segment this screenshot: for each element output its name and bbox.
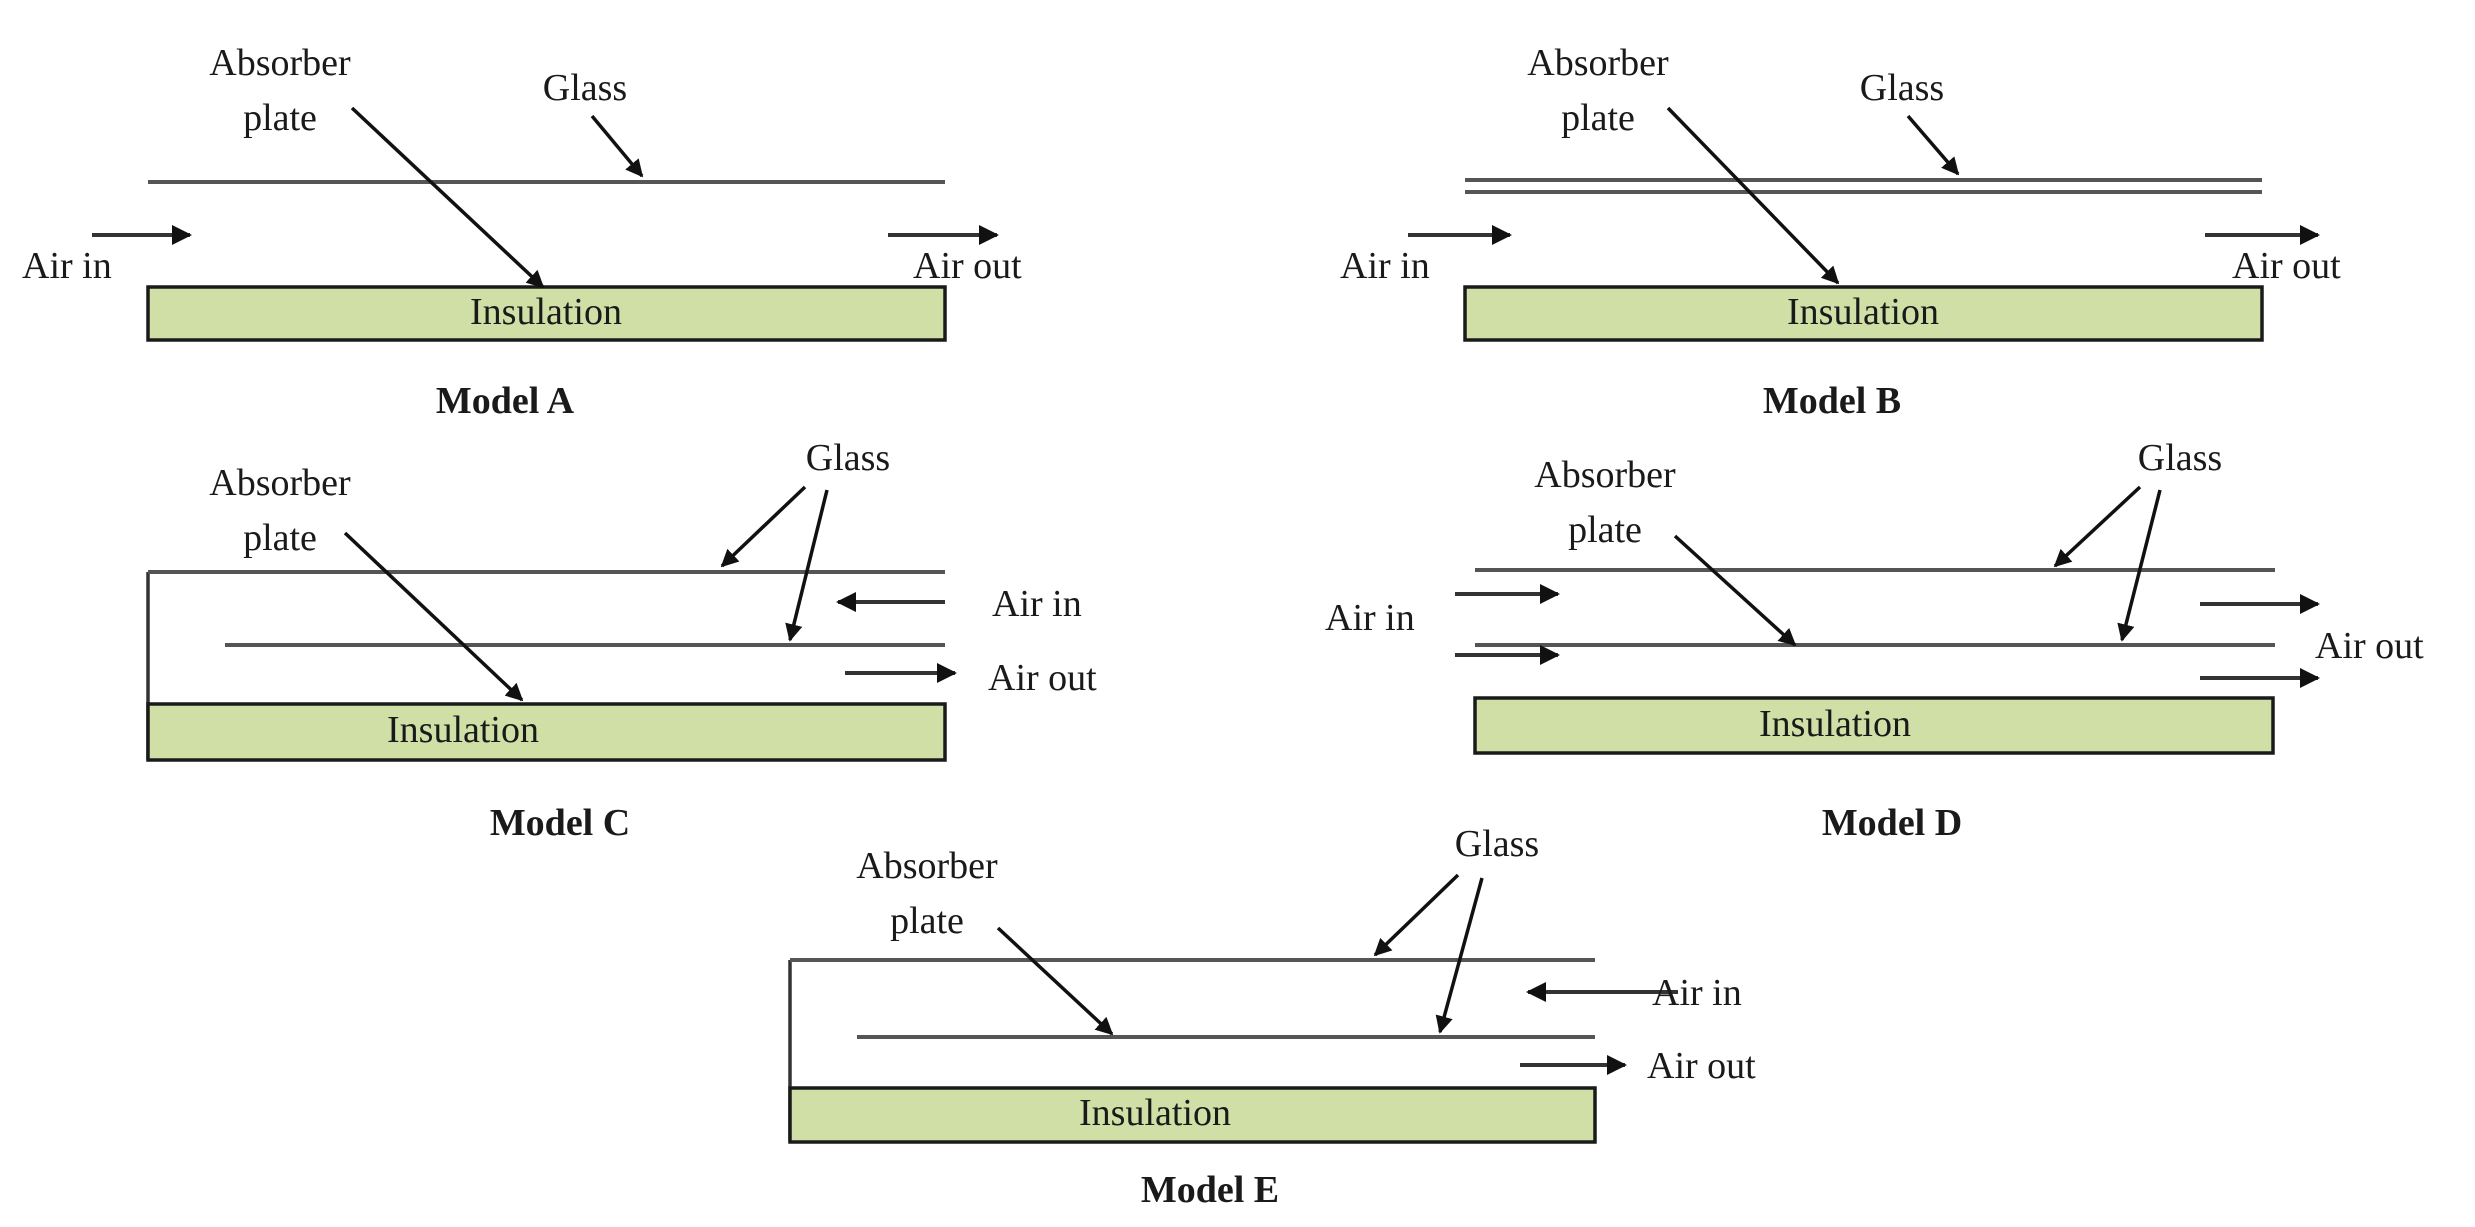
- model-b-air-out-label: Air out: [2232, 245, 2341, 287]
- model-d-absorber-label-line1: Absorber: [1534, 454, 1676, 496]
- model-c-glass-pointer-arrow-1: [720, 485, 807, 568]
- model-e-absorber-label-line2: plate: [890, 900, 964, 942]
- model-a-glass-label: Glass: [543, 67, 627, 109]
- model-c-glass-label: Glass: [806, 437, 890, 479]
- model-c: Insulation Absorber plate Glass Air in A…: [146, 437, 1097, 844]
- model-b-title: Model B: [1763, 380, 1901, 422]
- model-e-air-out-label: Air out: [1647, 1045, 1756, 1087]
- model-e: Insulation Absorber plate Glass Air in A…: [788, 823, 1756, 1211]
- model-a-absorber-label-line2: plate: [243, 97, 317, 139]
- model-d-glass-pointer-arrow-2: [2117, 489, 2162, 642]
- model-c-absorber-label-line2: plate: [243, 517, 317, 559]
- model-d-insulation-label: Insulation: [1759, 703, 1911, 745]
- model-b-air-in-label: Air in: [1340, 245, 1430, 287]
- model-a-absorber-label-line1: Absorber: [209, 42, 351, 84]
- model-e-absorber-pointer-arrow: [996, 926, 1114, 1036]
- model-a-insulation: [146, 285, 947, 342]
- model-c-air-in-label: Air in: [992, 583, 1082, 625]
- model-a-air-in-label: Air in: [22, 245, 112, 287]
- model-a-glass-pointer-arrow: [590, 114, 644, 178]
- model-d: Insulation Absorber plate Glass Air in A…: [1325, 437, 2424, 844]
- model-a-title: Model A: [436, 380, 575, 422]
- model-e-title: Model E: [1141, 1169, 1279, 1211]
- model-b-insulation-label: Insulation: [1787, 291, 1939, 333]
- model-e-glass-label: Glass: [1455, 823, 1539, 865]
- model-d-air-in-label: Air in: [1325, 597, 1415, 639]
- model-e-glass-pointer-arrow-1: [1373, 873, 1460, 957]
- model-b: Insulation Absorber plate Glass Air in A…: [1340, 42, 2341, 422]
- model-d-glass-label: Glass: [2138, 437, 2222, 479]
- model-e-insulation-label: Insulation: [1079, 1092, 1231, 1134]
- model-e-insulation: [788, 1086, 1597, 1144]
- model-b-absorber-label-line1: Absorber: [1527, 42, 1669, 84]
- model-d-absorber-label-line2: plate: [1568, 509, 1642, 551]
- model-c-title: Model C: [490, 802, 630, 844]
- model-a-absorber-pointer-arrow: [350, 106, 545, 289]
- model-c-insulation: [146, 702, 947, 762]
- model-d-insulation: [1473, 696, 2275, 755]
- model-c-insulation-label: Insulation: [387, 709, 539, 751]
- model-d-air-out-label: Air out: [2315, 625, 2424, 667]
- model-b-insulation: [1463, 285, 2264, 342]
- model-a-insulation-label: Insulation: [470, 291, 622, 333]
- model-b-glass-pointer-arrow: [1906, 114, 1960, 176]
- model-b-absorber-label-line2: plate: [1561, 97, 1635, 139]
- model-e-glass-pointer-arrow-2: [1435, 877, 1484, 1034]
- model-e-air-in-label: Air in: [1652, 972, 1742, 1014]
- model-d-glass-pointer-arrow-1: [2053, 485, 2142, 568]
- model-b-absorber-pointer-arrow: [1666, 106, 1840, 285]
- model-e-absorber-label-line1: Absorber: [856, 845, 998, 887]
- model-b-glass-label: Glass: [1860, 67, 1944, 109]
- model-d-absorber-pointer-arrow: [1673, 534, 1797, 647]
- model-c-absorber-pointer-arrow: [343, 531, 524, 702]
- model-c-absorber-label-line1: Absorber: [209, 462, 351, 504]
- model-c-air-out-label: Air out: [988, 657, 1097, 699]
- model-a-air-out-label: Air out: [913, 245, 1022, 287]
- model-c-glass-pointer-arrow-2: [785, 489, 829, 642]
- model-a: Insulation Absorber plate Glass Air in A…: [22, 42, 1022, 422]
- model-d-title: Model D: [1822, 802, 1962, 844]
